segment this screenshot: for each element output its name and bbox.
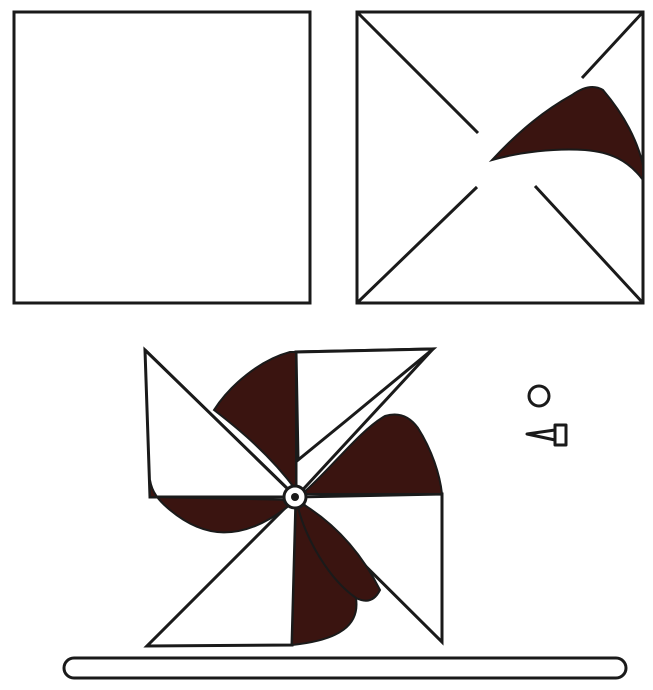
step-3-pinwheel [145, 349, 442, 646]
step-1-blank-square [14, 12, 310, 303]
part-stick [64, 658, 626, 678]
step-2-cut-square [357, 12, 643, 303]
pinwheel-center-hole [291, 493, 299, 501]
stick-icon [64, 658, 626, 678]
bead-icon [529, 386, 549, 406]
pin-icon [527, 425, 566, 445]
square-sheet-icon [14, 12, 310, 303]
part-pin [527, 386, 566, 445]
